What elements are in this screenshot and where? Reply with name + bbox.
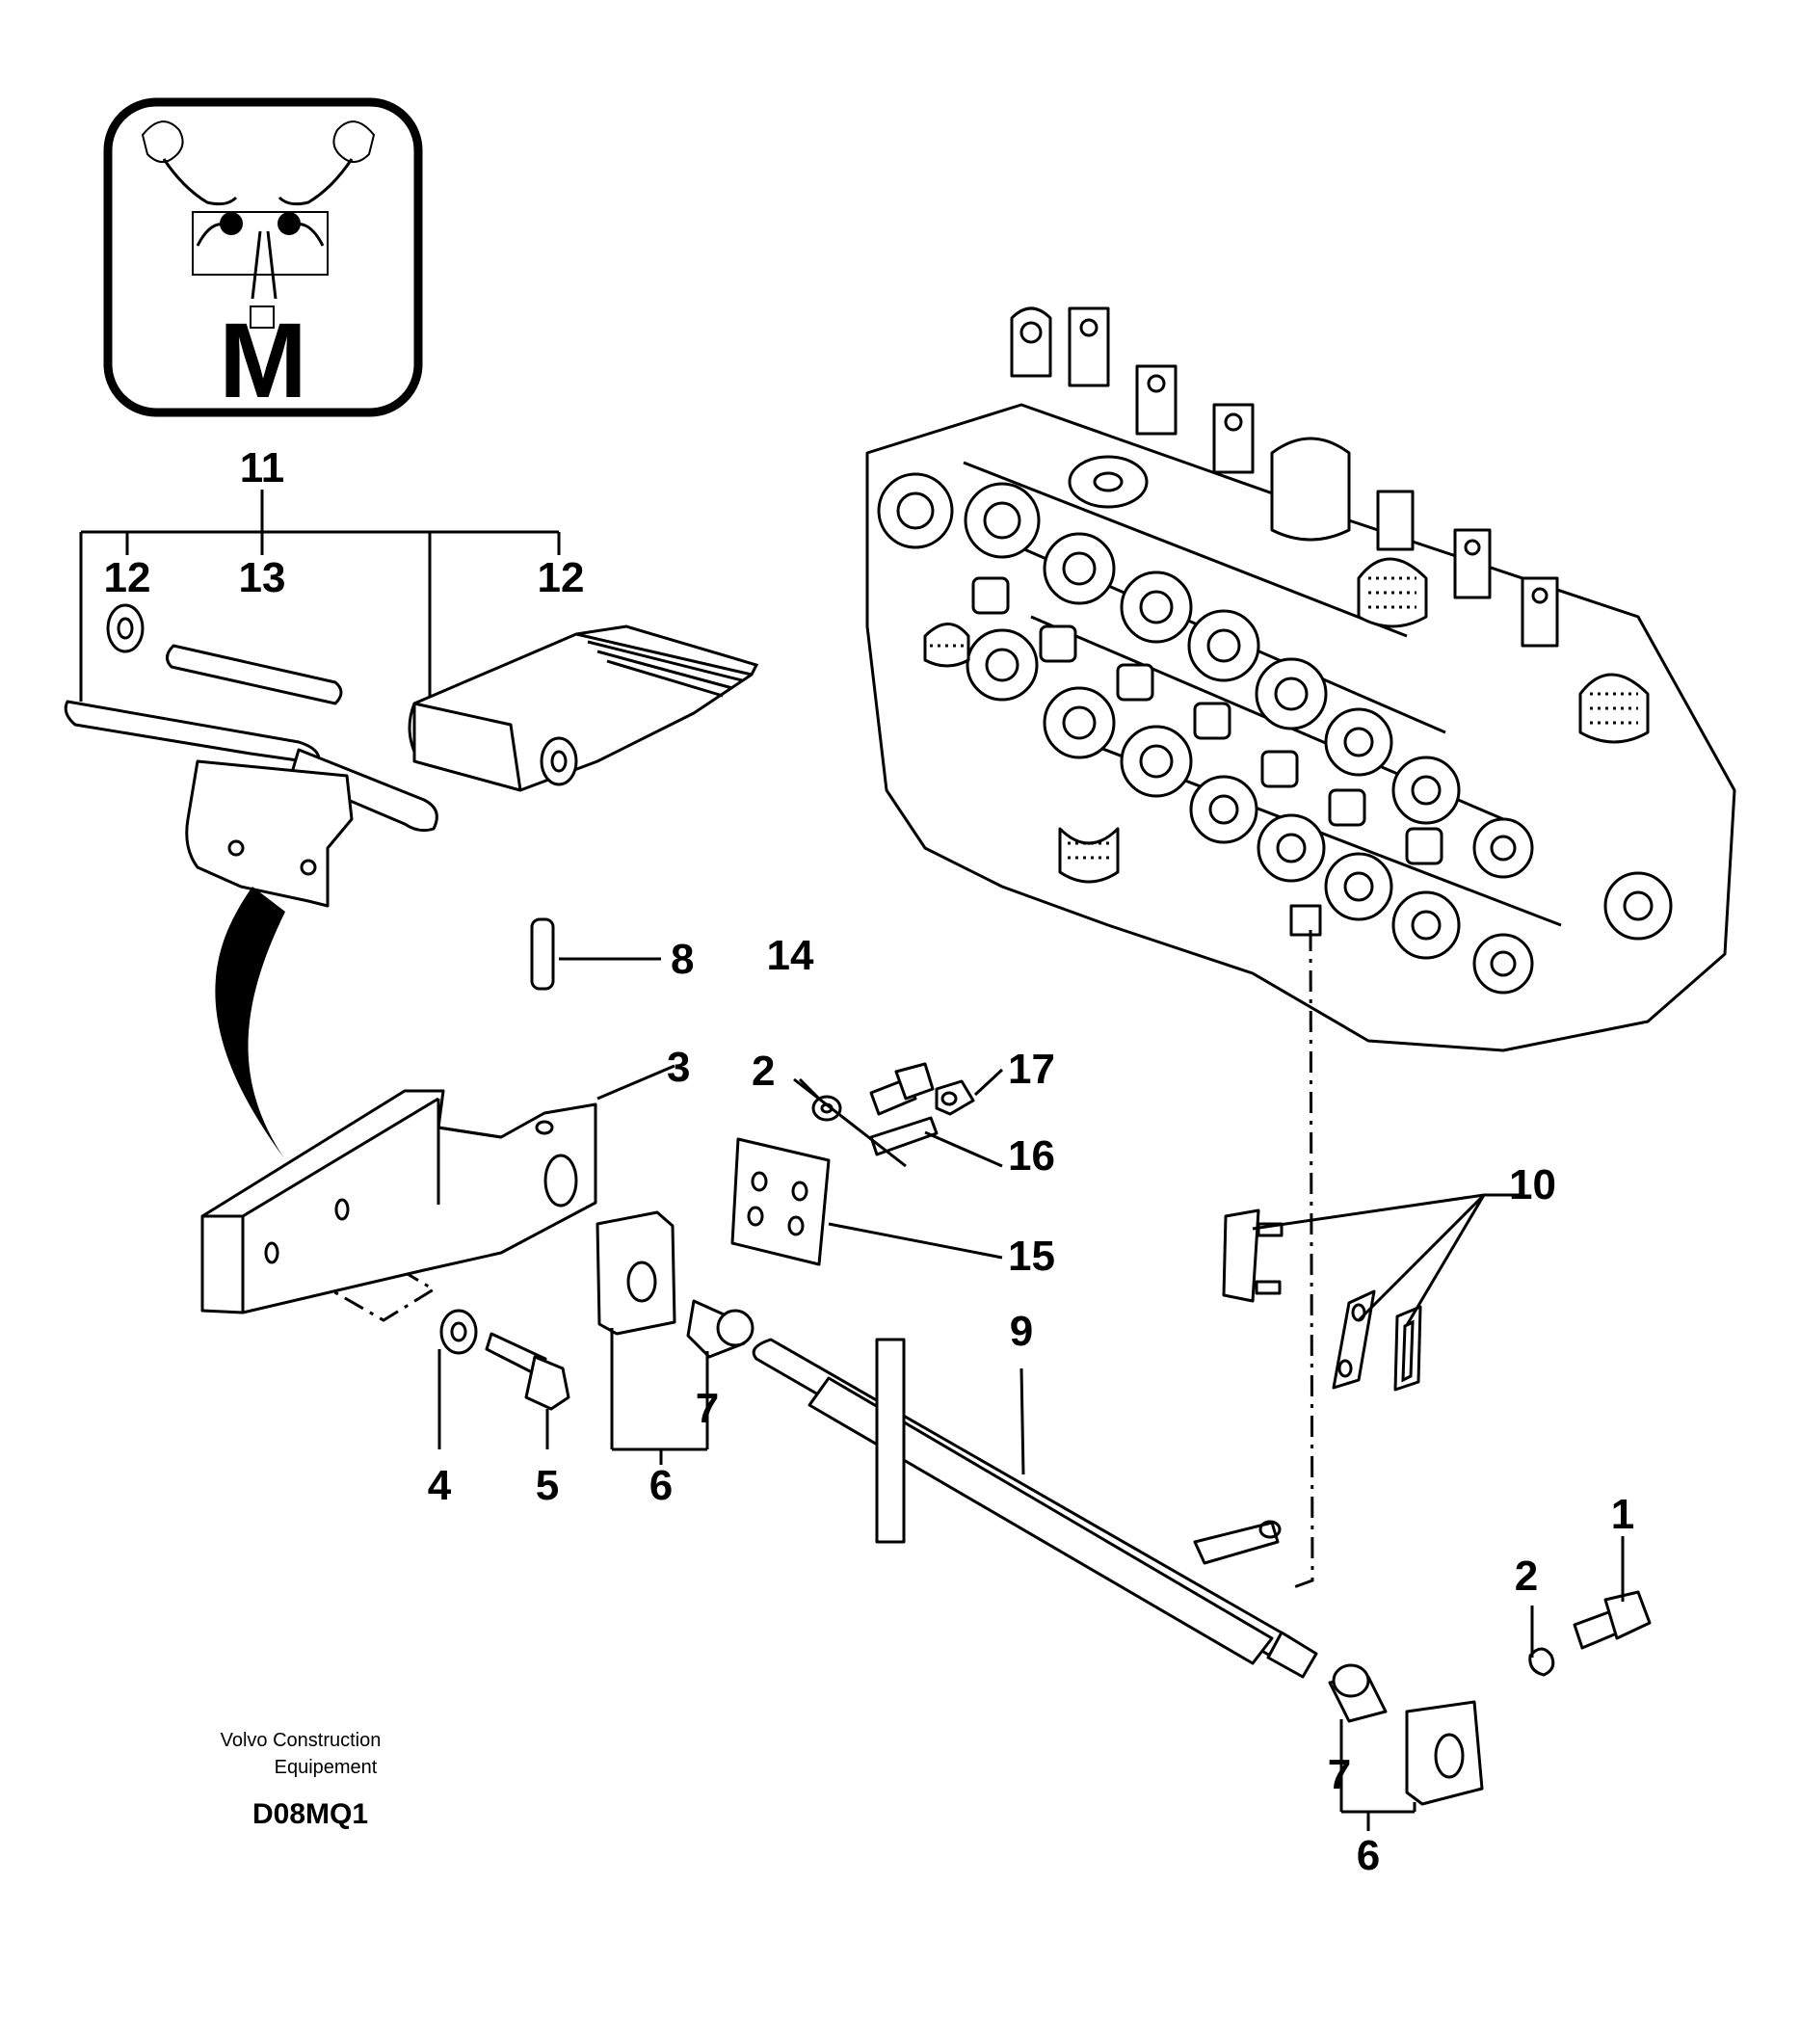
callout-labels: 11 12 13 12 8 14 3 2 17 16 10 15 9 7 4 5… [104,444,1635,1879]
callout-8: 8 [671,936,694,983]
company-name-line2: Equipement [275,1757,378,1778]
callout-11-group [79,490,561,702]
callout-6-left: 6 [649,1462,673,1509]
machine-variant-badge: M [103,97,423,420]
valve-plugs [971,576,1443,865]
pivot-block-6-left [596,1210,676,1336]
leader-lines [437,957,1625,1831]
valve-mounting-tab [1289,904,1322,937]
callout-7-right: 7 [1328,1751,1351,1798]
nut-17 [935,1079,975,1116]
callout-10: 10 [1509,1161,1556,1208]
callout-3: 3 [667,1044,690,1091]
callout-2-upper: 2 [752,1048,775,1095]
drawing-footer: Volvo Construction Equipement D08MQ1 [221,1730,382,1830]
pin-13 [166,644,343,705]
washer-2-upper [811,1095,842,1122]
callout-6-right: 6 [1357,1832,1380,1879]
pedal-lever-arm [64,700,438,908]
spool-eyelets [1010,306,1559,648]
callout-11: 11 [240,444,285,491]
control-shaft-9 [752,1338,1318,1679]
washer-4 [439,1309,478,1355]
stud-16 [869,1116,939,1156]
washer-12-right [540,736,578,786]
callout-9: 9 [1010,1308,1033,1355]
clamp-plate-15 [730,1137,831,1266]
assembly-direction-arrow [215,887,285,1158]
callout-14: 14 [767,932,814,979]
drawing-code: D08MQ1 [252,1798,368,1830]
callout-16: 16 [1008,1132,1055,1180]
linkage-plates-10 [1222,1208,1422,1392]
badge-letter: M [219,302,307,420]
relief-valve-cartridge [1270,437,1351,542]
pin-8 [530,917,555,991]
bushing-7-right [1328,1663,1388,1723]
circlip-2-right [1528,1647,1555,1677]
bolt-5 [485,1332,570,1411]
pivot-block-6-right [1405,1700,1484,1806]
callout-2-right: 2 [1515,1553,1538,1600]
bolt-1 [1573,1590,1652,1650]
callout-12-left: 12 [104,554,151,601]
control-valve-block [865,306,1736,1052]
linkage-centerline [1290,929,1314,1590]
valve-ports [877,472,1673,995]
callout-17: 17 [1008,1046,1055,1093]
filter-caps [923,557,1650,884]
callout-4: 4 [428,1462,452,1509]
foot-pedal-plate [408,624,759,792]
bolt-14 [869,1062,935,1116]
callout-12-right: 12 [538,554,585,601]
joystick-controls-icon [141,120,376,329]
washer-12-left [106,603,145,653]
bushing-7-left [686,1299,754,1359]
callout-1: 1 [1611,1491,1634,1538]
callout-15: 15 [1008,1233,1055,1280]
callout-13: 13 [239,554,286,601]
mounting-bracket-3 [200,1089,597,1314]
company-name-line1: Volvo Construction [221,1730,382,1751]
callout-5: 5 [536,1462,559,1509]
valve-top-cap [1068,455,1149,509]
callout-7-left: 7 [696,1385,719,1432]
